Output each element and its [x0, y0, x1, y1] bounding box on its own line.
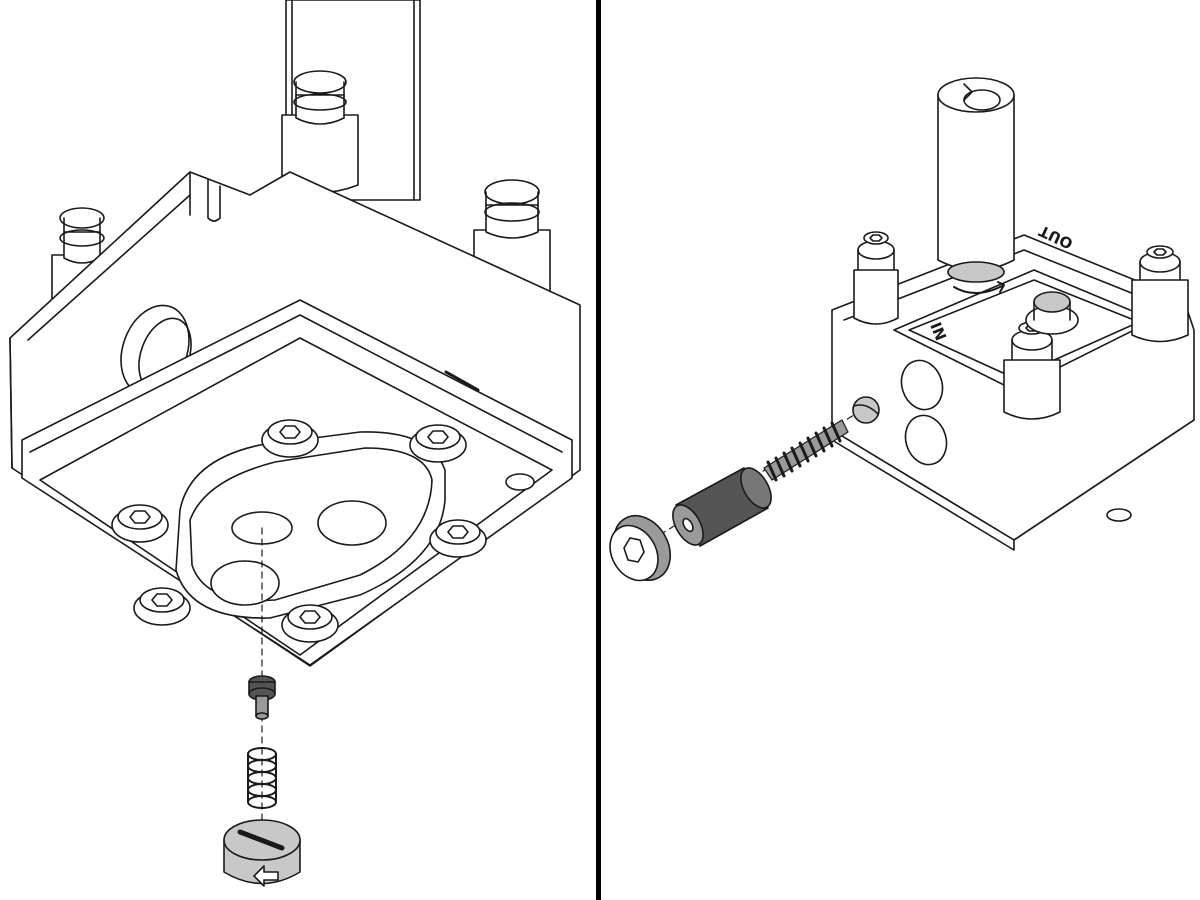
hex-socket-icon [1153, 248, 1167, 256]
plunger-sleeve [672, 467, 772, 547]
hex-socket-icon [129, 510, 151, 524]
hex-socket-icon [623, 537, 645, 563]
hex-socket-icon [279, 425, 301, 439]
panel-top-view: OUT IN [604, 0, 1200, 900]
fitting-front [1003, 321, 1061, 420]
spring [247, 747, 277, 809]
cap-screw [609, 515, 672, 582]
fitting-left [853, 231, 899, 325]
screw-head-3 [111, 504, 169, 543]
ball [852, 396, 880, 424]
panel-divider [596, 0, 601, 900]
arrow-left-icon [253, 865, 279, 887]
screw-head-2 [409, 424, 467, 463]
slotted-screw [223, 819, 301, 887]
center-boss [1025, 291, 1079, 335]
screw-head-4 [429, 519, 487, 558]
spring [763, 419, 849, 482]
fitting-right [1131, 245, 1189, 343]
label-in: IN [926, 320, 949, 344]
hex-socket-icon [447, 525, 469, 539]
curved-arrow-icon [963, 83, 973, 101]
hex-socket-icon [427, 430, 449, 444]
rotary-cylinder [937, 77, 1015, 294]
hex-socket-icon [299, 610, 321, 624]
hex-socket-icon [869, 234, 883, 242]
hex-socket-icon [151, 593, 173, 607]
screw-head-6 [281, 604, 339, 643]
panel-underside-view [0, 0, 596, 900]
screw-head-5 [133, 587, 191, 626]
screw-head-1 [261, 419, 319, 458]
pin [248, 675, 276, 720]
screws-base [111, 419, 487, 643]
fitting-top [281, 70, 359, 194]
curved-arrow-icon [953, 281, 1005, 294]
